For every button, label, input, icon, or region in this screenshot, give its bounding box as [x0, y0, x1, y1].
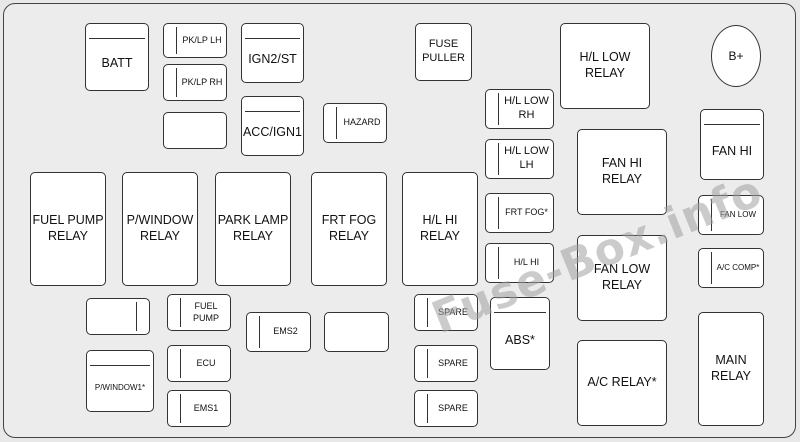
relay-ac: A/C RELAY*: [577, 340, 667, 426]
fuse-blank-1: [163, 112, 227, 149]
fuse-spare-3: SPARE: [414, 390, 478, 427]
fuse-abs: ABS*: [490, 297, 550, 370]
relay-park-lamp: PARK LAMP RELAY: [215, 172, 291, 286]
relay-frt-fog: FRT FOG RELAY: [311, 172, 387, 286]
relay-fuel-pump: FUEL PUMP RELAY: [30, 172, 106, 286]
fuse-blank-3: [324, 312, 389, 352]
fuse-ecu: ECU: [167, 345, 231, 382]
relay-hl-low: H/L LOW RELAY: [560, 23, 650, 109]
fuse-pk-lp-lh: PK/LP LH: [163, 23, 227, 58]
fuse-ign2-st: IGN2/ST: [241, 23, 304, 83]
relay-hl-hi: H/L HI RELAY: [402, 172, 478, 286]
fuse-batt: BATT: [85, 23, 149, 91]
fuse-acc-ign1: ACC/IGN1: [241, 96, 304, 156]
fuse-hl-hi: H/L HI: [485, 243, 554, 283]
fuse-fan-low: FAN LOW: [698, 195, 764, 235]
fuse-hl-low-rh: H/L LOW RH: [485, 89, 554, 129]
relay-p-window: P/WINDOW RELAY: [122, 172, 198, 286]
fuse-spare-1: SPARE: [414, 294, 478, 331]
relay-fan-low: FAN LOW RELAY: [577, 235, 667, 321]
fuse-fan-hi: FAN HI: [700, 109, 764, 180]
fuse-blank-2: [86, 298, 150, 335]
fuse-ems1: EMS1: [167, 390, 231, 427]
fuse-ac-comp: A/C COMP*: [698, 248, 764, 288]
fuse-hazard: HAZARD: [323, 103, 387, 143]
fuse-pk-lp-rh: PK/LP RH: [163, 64, 227, 101]
relay-main: MAIN RELAY: [698, 312, 764, 426]
fuse-frt-fog: FRT FOG*: [485, 193, 554, 233]
b-plus-terminal: B+: [711, 25, 761, 87]
fuse-spare-2: SPARE: [414, 345, 478, 382]
fuse-fuel-pump: FUEL PUMP: [167, 294, 231, 331]
relay-fan-hi: FAN HI RELAY: [577, 129, 667, 215]
fuse-p-window1: P/WINDOW1*: [86, 350, 154, 412]
fuse-puller: FUSE PULLER: [415, 23, 472, 81]
fuse-hl-low-lh: H/L LOW LH: [485, 139, 554, 179]
fuse-ems2: EMS2: [246, 312, 311, 352]
